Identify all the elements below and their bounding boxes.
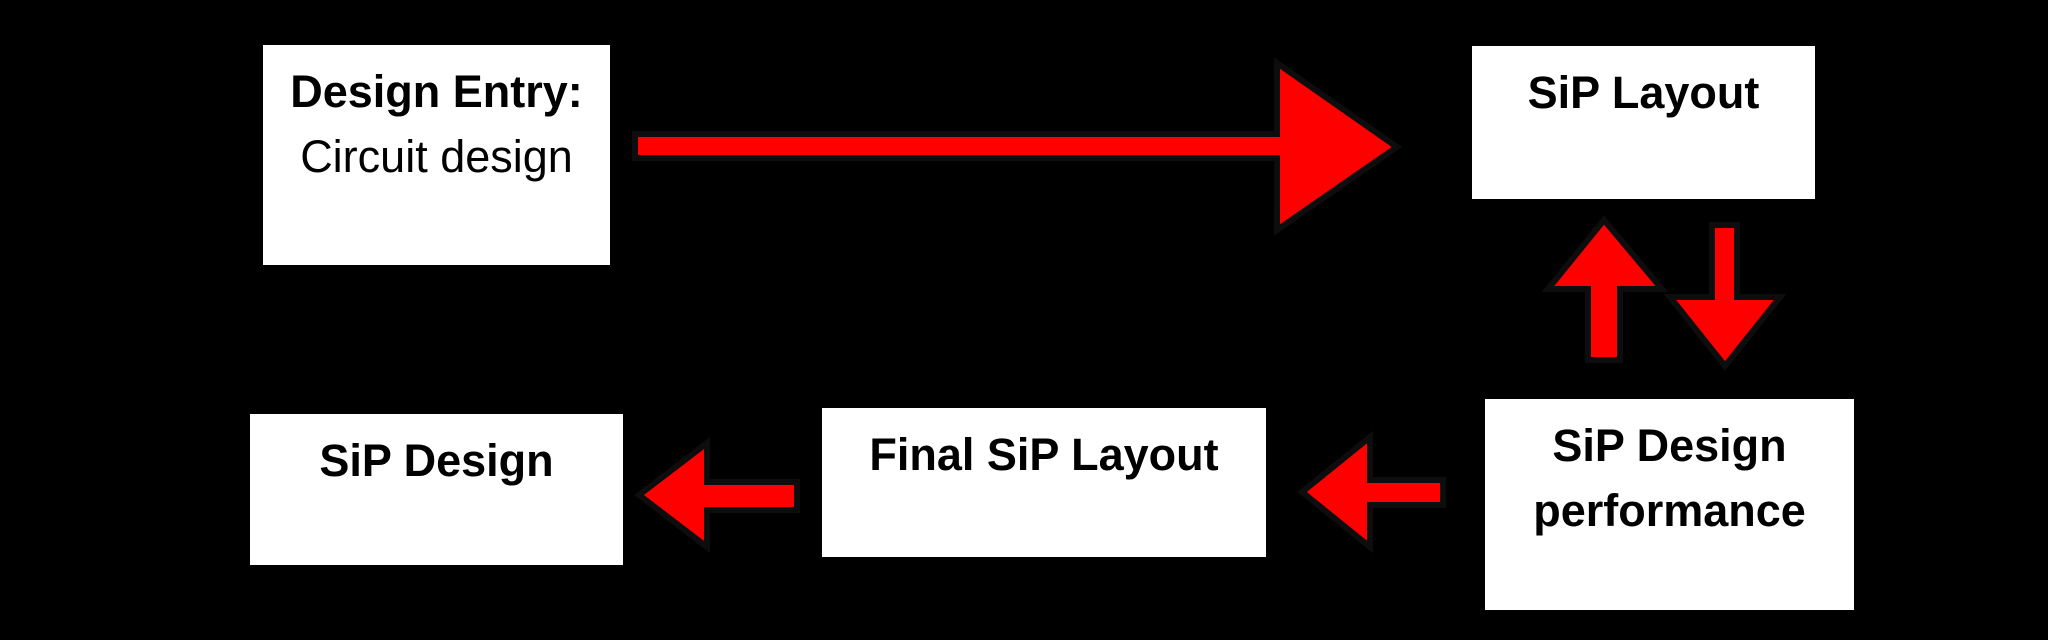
- node-sip-design-performance: SiP Design performance: [1485, 399, 1854, 610]
- arrow-up-performance-to-sip-layout-icon: [1541, 215, 1669, 363]
- arrow-down-sip-layout-to-performance-icon: [1663, 222, 1787, 371]
- arrow-right-design-entry-to-sip-layout-icon: [632, 57, 1403, 236]
- node-design-entry: Design Entry: Circuit design: [263, 45, 610, 265]
- node-design-entry-title: Design Entry:: [290, 66, 583, 117]
- arrow-left-final-layout-to-sip-design-icon: [634, 436, 800, 554]
- node-sip-design-performance-label-line1: SiP Design: [1552, 420, 1787, 471]
- node-sip-design-performance-label-line2: performance: [1533, 485, 1806, 537]
- node-sip-design: SiP Design: [250, 414, 623, 565]
- node-sip-design-label: SiP Design: [319, 435, 554, 486]
- node-final-sip-layout: Final SiP Layout: [822, 408, 1266, 557]
- node-sip-layout-label: SiP Layout: [1527, 67, 1760, 118]
- node-sip-layout: SiP Layout: [1472, 46, 1815, 199]
- node-final-sip-layout-label: Final SiP Layout: [869, 429, 1219, 480]
- arrow-left-performance-to-final-layout-icon: [1297, 430, 1446, 554]
- node-design-entry-subtitle: Circuit design: [300, 131, 573, 183]
